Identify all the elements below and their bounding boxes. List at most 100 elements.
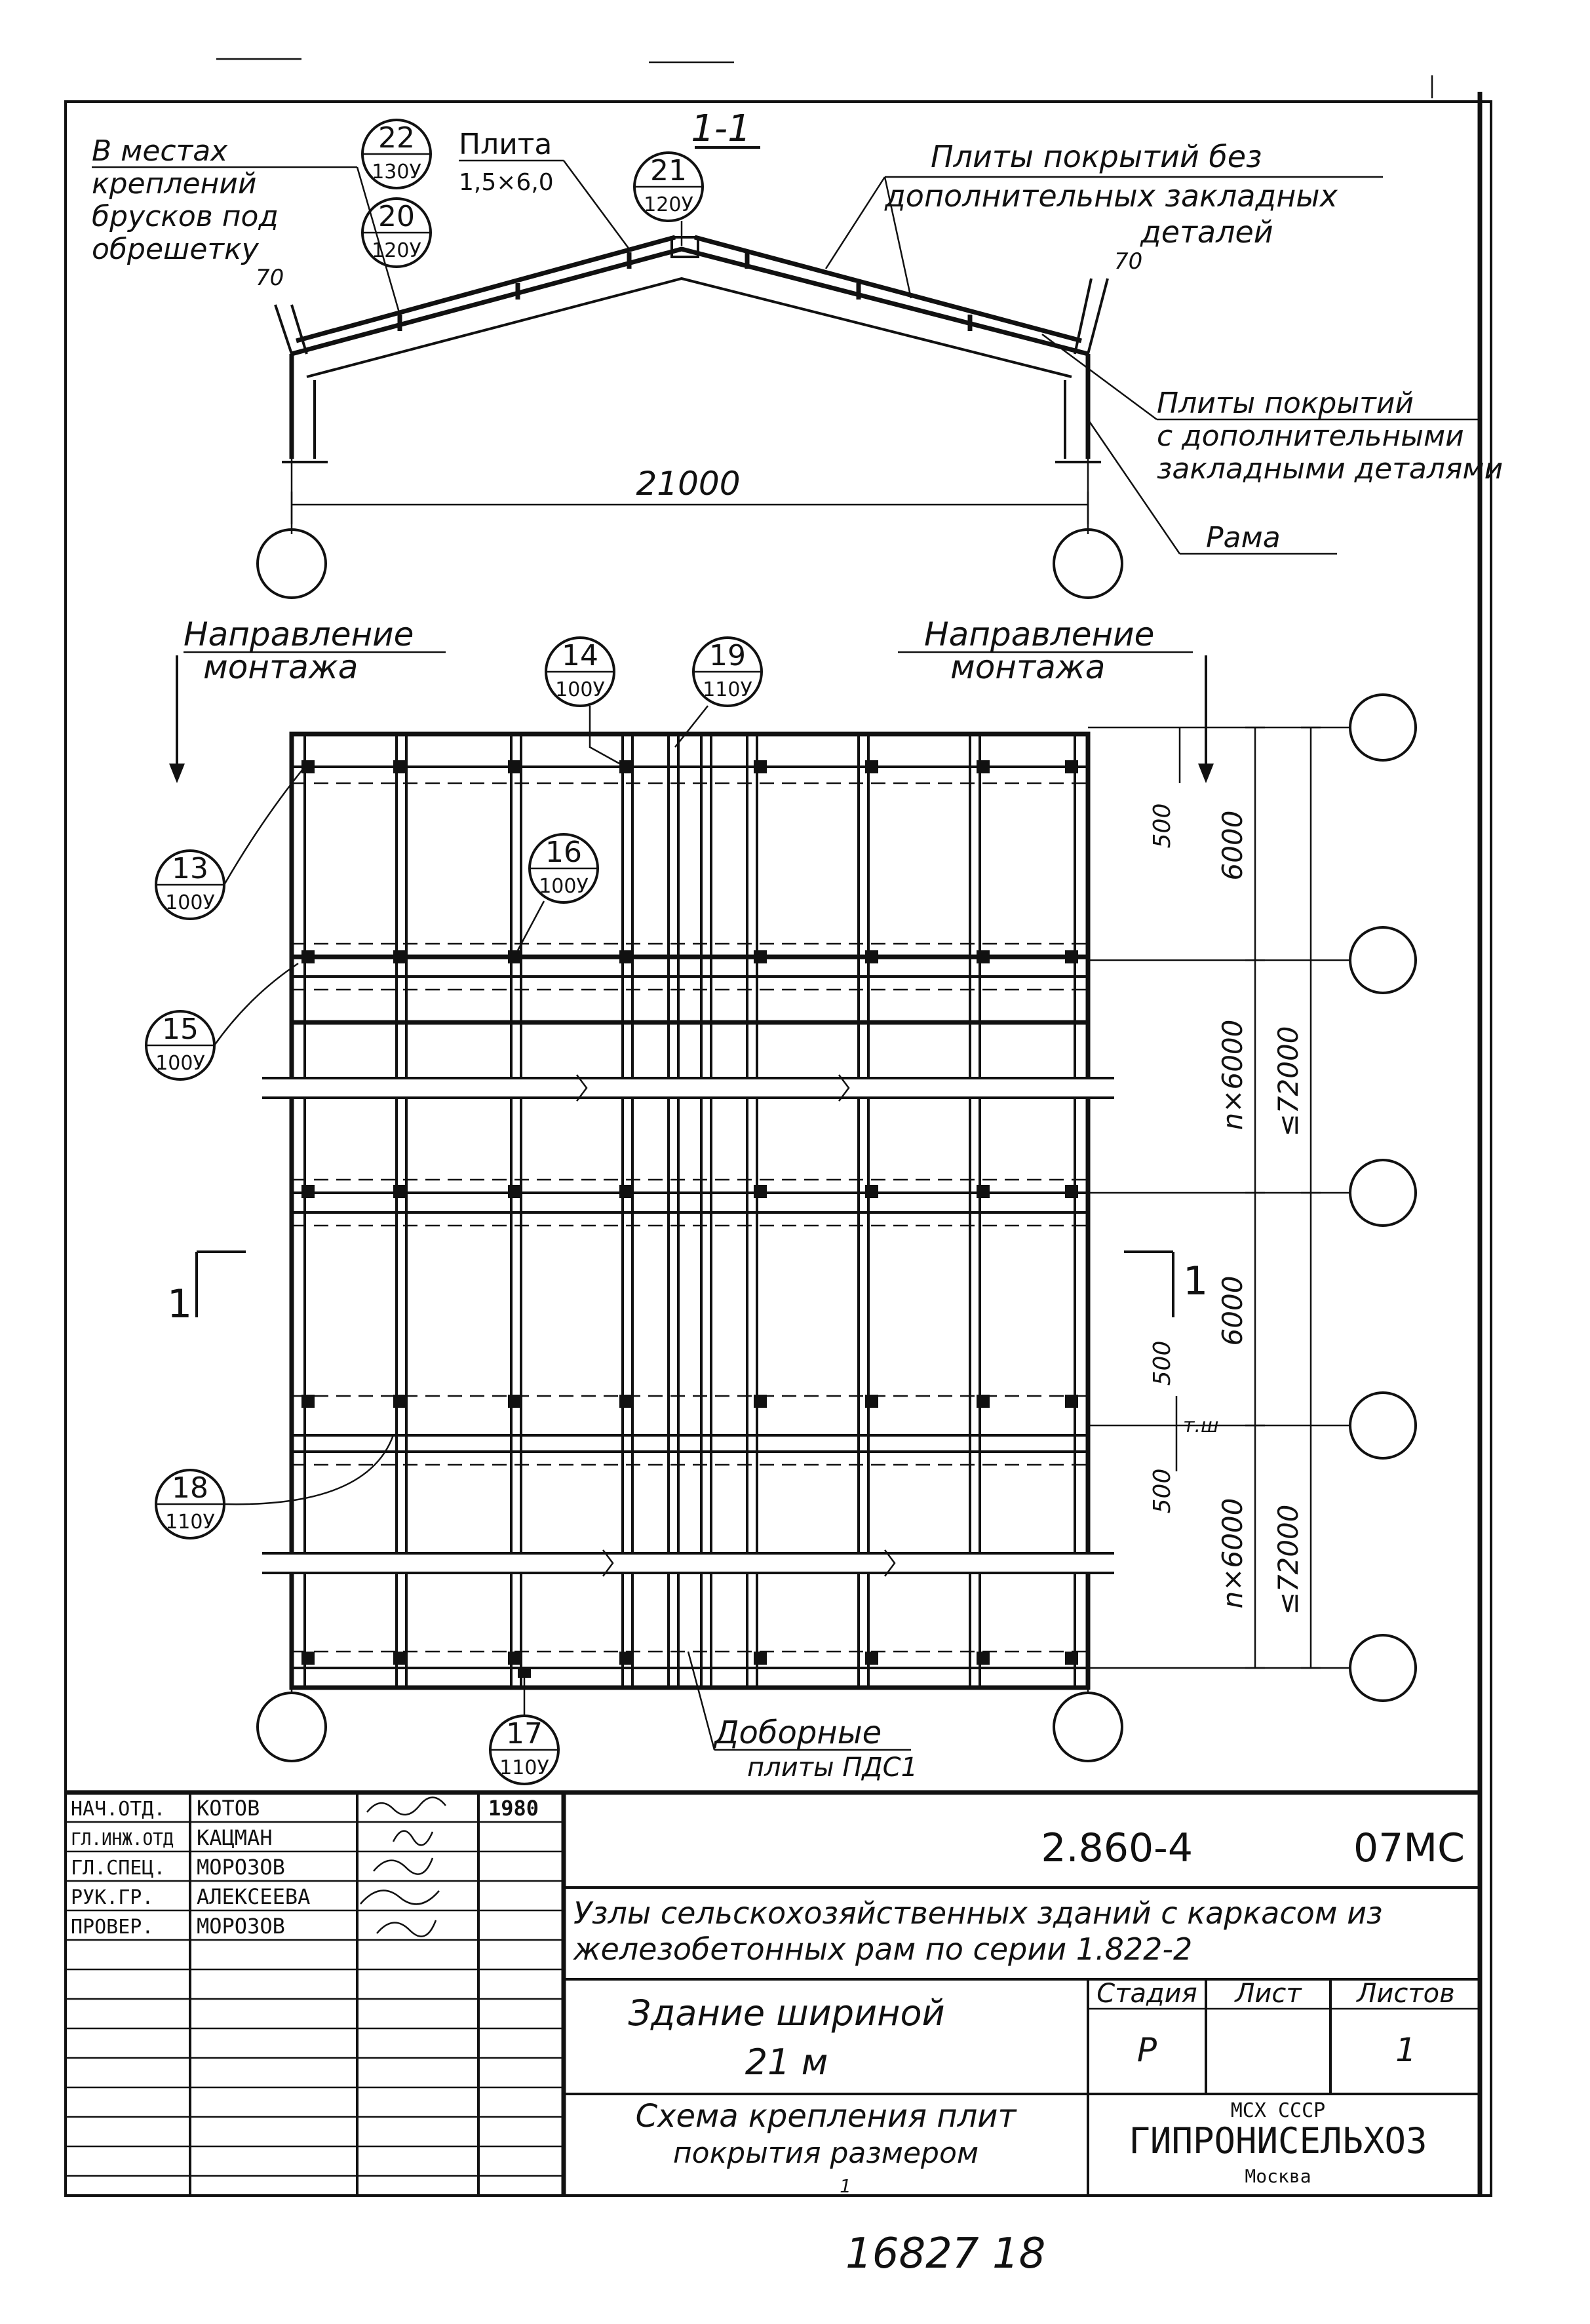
- svg-text:НАЧ.ОТД.: НАЧ.ОТД.: [71, 1798, 166, 1821]
- section-axis-markers: [256, 459, 1123, 599]
- svg-text:110У: 110У: [499, 1756, 549, 1779]
- plita-label: Плита: [459, 128, 552, 161]
- svg-text:закладными деталями: закладными деталями: [1157, 452, 1503, 486]
- svg-text:КАЦМАН: КАЦМАН: [197, 1825, 273, 1850]
- direction-right-1: Направление: [924, 615, 1154, 653]
- section-note-top-right: Плиты покрытий без дополнительных заклад…: [824, 139, 1383, 299]
- svg-text:≤72000: ≤72000: [1272, 1026, 1304, 1137]
- svg-text:креплений: креплений: [92, 167, 257, 201]
- svg-text:6000: 6000: [1216, 811, 1249, 881]
- svg-text:МОРОЗОВ: МОРОЗОВ: [197, 1855, 285, 1880]
- svg-text:В местах: В местах: [92, 134, 228, 168]
- building-2: 21 м: [745, 2042, 828, 2083]
- org-name: ГИПРОНИСЕЛЬХОЗ: [1129, 2120, 1427, 2161]
- svg-text:500: 500: [1149, 1341, 1176, 1386]
- break-band-upper: [262, 1074, 1114, 1102]
- section-mark-left: 1: [167, 1250, 246, 1327]
- svg-text:100У: 100У: [539, 875, 589, 898]
- svg-text:брусков под: брусков под: [92, 200, 279, 233]
- svg-text:120У: 120У: [372, 239, 421, 262]
- extra-plates-note: Доборные плиты ПДС1: [687, 1651, 918, 1783]
- offset-left-label: 70: [256, 265, 284, 291]
- svg-text:дополнительных закладных: дополнительных закладных: [884, 178, 1338, 214]
- archive-number: 16827 18: [845, 2230, 1045, 2278]
- svg-text:1: 1: [1183, 1258, 1208, 1304]
- svg-text:19: 19: [709, 639, 746, 672]
- signature-3: [373, 1857, 434, 1875]
- plita-label-group: Плита 1,5×6,0: [459, 128, 630, 250]
- sheet-code: 07МС: [1353, 1825, 1465, 1871]
- svg-text:обрешетку: обрешетку: [92, 233, 260, 266]
- svg-text:100У: 100У: [165, 891, 215, 914]
- svg-text:Плиты покрытий: Плиты покрытий: [1157, 387, 1414, 420]
- svg-text:Доборные: Доборные: [713, 1714, 882, 1751]
- roof-plan: Направление монтажа Направление монтажа: [145, 615, 1417, 1785]
- section-title: 1-1: [691, 107, 750, 150]
- drawing-code: 2.860-4: [1041, 1825, 1193, 1871]
- svg-text:14: 14: [562, 639, 598, 672]
- callout-18: 18 110У: [155, 1435, 395, 1540]
- svg-text:плиты ПДС1: плиты ПДС1: [747, 1753, 918, 1783]
- weld-marks: [301, 760, 1078, 1665]
- svg-text:≤72000: ≤72000: [1272, 1505, 1304, 1616]
- org-top: МСХ СССР: [1231, 2099, 1326, 2122]
- svg-text:Листов: Листов: [1355, 1979, 1454, 2009]
- svg-text:n×6000: n×6000: [1216, 1498, 1249, 1609]
- svg-text:100У: 100У: [555, 678, 605, 701]
- callout-13: 13 100У: [155, 766, 305, 920]
- svg-text:с дополнительными: с дополнительными: [1157, 419, 1464, 453]
- callout-19: 19 110У: [674, 636, 763, 748]
- scheme-1: Схема крепления плит: [636, 2098, 1018, 2135]
- stage-value: Р: [1137, 2031, 1157, 2069]
- svg-text:6000: 6000: [1216, 1276, 1249, 1346]
- title-block: НАЧ.ОТД. ГЛ.ИНЖ.ОТД ГЛ.СПЕЦ. РУК.ГР. ПРО…: [66, 1790, 1480, 2197]
- offset-right-label: 70: [1114, 248, 1142, 275]
- section-note-left: В местах креплений брусков под обрешетку: [92, 134, 401, 315]
- callout-14: 14 100У: [545, 636, 620, 765]
- svg-text:деталей: деталей: [1140, 214, 1273, 250]
- description-1: Узлы сельскохозяйственных зданий с карка…: [573, 1895, 1382, 1931]
- scheme-3: 1: [840, 2175, 851, 2197]
- callout-17: 17 110У: [489, 1668, 560, 1785]
- svg-text:АЛЕКСЕЕВА: АЛЕКСЕЕВА: [197, 1884, 310, 1909]
- direction-right-2: монтажа: [950, 648, 1105, 686]
- frame-label: Рама: [1206, 521, 1281, 554]
- section-frame: [274, 235, 1109, 463]
- svg-text:20: 20: [378, 200, 415, 233]
- section-mark-right: 1: [1124, 1250, 1208, 1317]
- plita-size: 1,5×6,0: [459, 169, 554, 196]
- plan-dimensions: 500 6000 n×6000 ≤72000 500 6000 т.ш 500 …: [1149, 726, 1321, 1669]
- svg-text:110У: 110У: [703, 678, 752, 701]
- svg-text:17: 17: [506, 1717, 543, 1751]
- callout-16: 16 100У: [516, 833, 599, 951]
- sheets-value: 1: [1395, 2031, 1416, 2069]
- sheet-frame: [64, 58, 1492, 2197]
- svg-text:Плиты покрытий без: Плиты покрытий без: [931, 139, 1262, 174]
- callout-22: 22 130У: [361, 119, 432, 189]
- year: 1980: [488, 1796, 539, 1821]
- org-city: Москва: [1245, 2165, 1311, 2187]
- building-1: Здание шириной: [628, 1992, 944, 2034]
- span-dimension: 21000 70 70: [256, 248, 1142, 524]
- section-1-1: 1-1: [92, 107, 1503, 599]
- break-band-lower: [262, 1549, 1114, 1577]
- svg-text:18: 18: [172, 1471, 208, 1505]
- svg-text:21: 21: [650, 154, 687, 187]
- svg-text:РУК.ГР.: РУК.ГР.: [71, 1886, 153, 1909]
- svg-text:100У: 100У: [155, 1052, 205, 1075]
- svg-text:ПРОВЕР.: ПРОВЕР.: [71, 1916, 153, 1939]
- signature-1: [366, 1796, 446, 1815]
- svg-text:130У: 130У: [372, 161, 421, 184]
- callout-21: 21 120У: [633, 151, 704, 246]
- callout-15: 15 100У: [145, 962, 299, 1081]
- direction-left-1: Направление: [184, 615, 414, 653]
- svg-text:Стадия: Стадия: [1096, 1979, 1197, 2009]
- span-label: 21000: [636, 465, 740, 503]
- svg-text:120У: 120У: [644, 193, 693, 216]
- svg-text:500: 500: [1149, 1469, 1176, 1514]
- svg-text:т.ш: т.ш: [1183, 1414, 1218, 1437]
- signature-2: [392, 1830, 434, 1846]
- description-2: железобетонных рам по серии 1.822-2: [573, 1931, 1192, 1967]
- svg-text:ГЛ.ИНЖ.ОТД: ГЛ.ИНЖ.ОТД: [71, 1830, 174, 1850]
